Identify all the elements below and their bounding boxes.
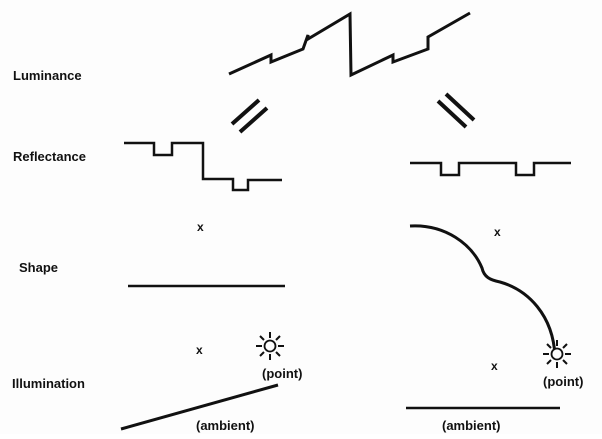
- equivalence-right: [436, 92, 476, 129]
- shape-curved-surface: [409, 224, 557, 357]
- luminance-profile: [228, 11, 471, 78]
- equivalence-left: [230, 98, 269, 134]
- label-luminance: Luminance: [13, 68, 82, 83]
- label-point-left: (point): [262, 366, 302, 381]
- label-point-right: (point): [543, 374, 583, 389]
- x-marker-illum-right: x: [491, 359, 498, 373]
- sun-icon: [543, 340, 571, 368]
- label-illumination: Illumination: [12, 376, 85, 391]
- label-shape: Shape: [19, 260, 58, 275]
- x-marker-illum-left: x: [196, 343, 203, 357]
- label-reflectance: Reflectance: [13, 149, 86, 164]
- x-marker-shape-right: x: [494, 225, 501, 239]
- illumination-sloped-surface: [120, 383, 279, 431]
- reflectance-profile-right: [410, 161, 571, 177]
- sun-icon: [256, 332, 284, 360]
- reflectance-profile-left: [124, 141, 282, 192]
- label-ambient-left: (ambient): [196, 418, 255, 433]
- label-ambient-right: (ambient): [442, 418, 501, 433]
- x-marker-shape-left: x: [197, 220, 204, 234]
